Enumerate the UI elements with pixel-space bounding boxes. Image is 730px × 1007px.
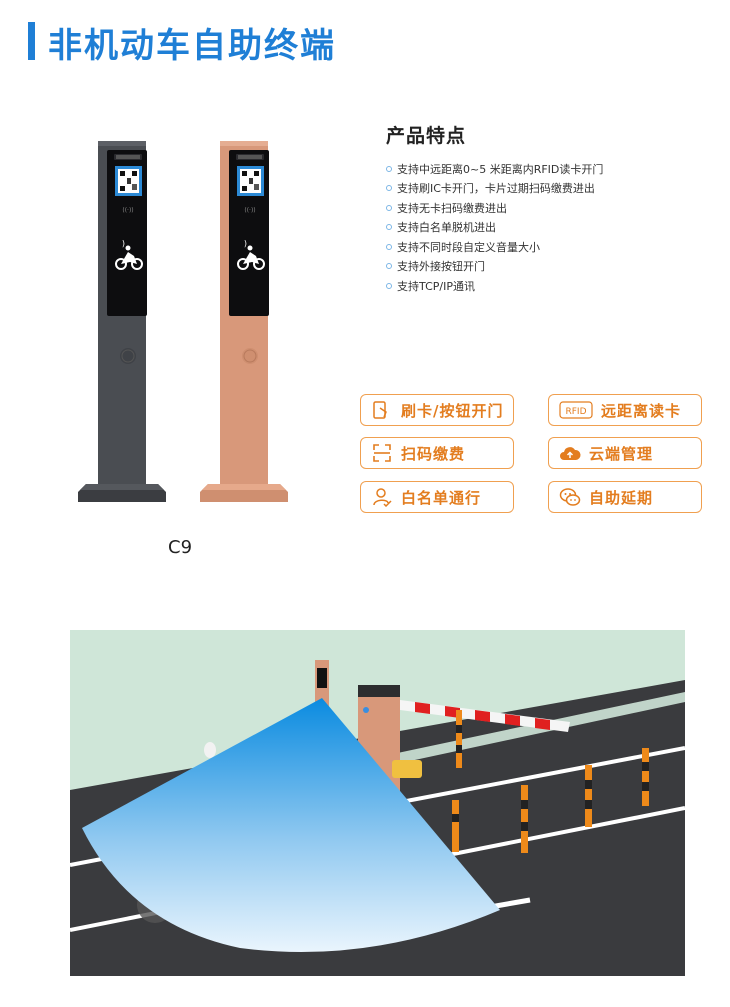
page-title: 非机动车自助终端 bbox=[48, 26, 336, 66]
feature-item: 支持中远距离0~5 米距离内RFID读卡开门 bbox=[386, 159, 603, 179]
feature-item: 支持刷IC卡开门，卡片过期扫码缴费进出 bbox=[386, 179, 603, 199]
svg-text:): ) bbox=[122, 239, 125, 248]
bullet-icon bbox=[386, 263, 392, 270]
bullet-icon bbox=[386, 165, 392, 172]
scan-pay-button[interactable]: 扫码缴费 bbox=[360, 437, 514, 469]
model-caption: C9 bbox=[168, 537, 193, 558]
chat-icon bbox=[559, 486, 581, 508]
bullet-icon bbox=[386, 204, 392, 211]
bullet-icon bbox=[386, 243, 392, 250]
parking-scene-image bbox=[70, 630, 685, 976]
terminal-dark-image: ((·)) ) bbox=[78, 141, 166, 502]
rfid-read-button[interactable]: RFID 远距离读卡 bbox=[548, 394, 702, 426]
bullet-icon bbox=[386, 224, 392, 231]
title-accent-bar bbox=[28, 22, 35, 60]
svg-text:RFID: RFID bbox=[565, 407, 586, 417]
scan-icon bbox=[371, 442, 393, 464]
feature-list: 支持中远距离0~5 米距离内RFID读卡开门 支持刷IC卡开门，卡片过期扫码缴费… bbox=[386, 159, 603, 296]
svg-text:): ) bbox=[244, 239, 247, 248]
rfid-icon: RFID bbox=[559, 399, 593, 421]
feature-item: 支持无卡扫码缴费进出 bbox=[386, 198, 603, 218]
user-check-icon bbox=[371, 486, 393, 508]
svg-text:((·)): ((·)) bbox=[244, 207, 255, 214]
feature-item: 支持TCP/IP通讯 bbox=[386, 276, 603, 296]
cloud-manage-button[interactable]: 云端管理 bbox=[548, 437, 702, 469]
whitelist-button[interactable]: 白名单通行 bbox=[360, 481, 514, 513]
svg-text:((·)): ((·)) bbox=[122, 207, 133, 214]
bullet-icon bbox=[386, 282, 392, 289]
feature-item: 支持白名单脱机进出 bbox=[386, 218, 603, 238]
card-swipe-button[interactable]: 刷卡/按钮开门 bbox=[360, 394, 514, 426]
feature-item: 支持不同时段自定义音量大小 bbox=[386, 237, 603, 257]
feature-item: 支持外接按钮开门 bbox=[386, 257, 603, 277]
bullet-icon bbox=[386, 185, 392, 192]
features-heading: 产品特点 bbox=[386, 125, 467, 147]
terminal-rosegold-image: ((·)) ) bbox=[200, 141, 288, 502]
self-extend-button[interactable]: 自助延期 bbox=[548, 481, 702, 513]
cloud-icon bbox=[559, 442, 581, 464]
card-swipe-icon bbox=[371, 399, 393, 421]
